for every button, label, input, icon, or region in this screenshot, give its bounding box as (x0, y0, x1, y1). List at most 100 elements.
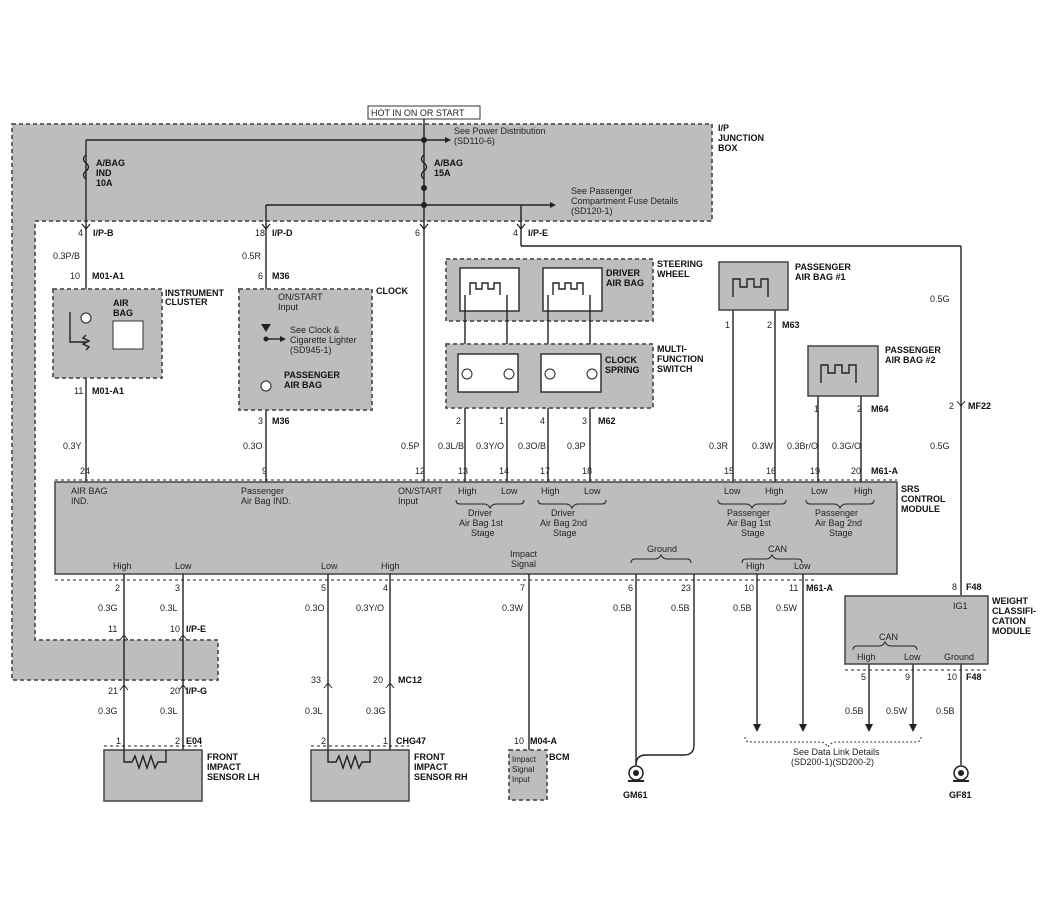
drv1-l3: Stage (471, 528, 495, 538)
svg-text:0.3W: 0.3W (502, 603, 524, 613)
svg-text:0.3Y/O: 0.3Y/O (356, 603, 384, 613)
pin-6b: 6 (258, 271, 263, 281)
conn-mc12: MC12 (398, 675, 422, 685)
instrument-cluster (52, 288, 163, 379)
wire-03pb: 0.3P/B (53, 251, 80, 261)
srs-title-1: SRS (901, 484, 920, 494)
svg-text:15: 15 (724, 466, 734, 476)
clock-input-2: Input (278, 302, 299, 312)
svg-text:17: 17 (540, 466, 550, 476)
pab2-title-1: PASSENGER (885, 345, 941, 355)
wire-03lb: 0.3L/B (438, 441, 464, 451)
svg-text:ON/START: ON/START (398, 486, 443, 496)
pin-10a: 10 (70, 271, 80, 281)
bcm-line-3: Input (512, 775, 531, 784)
pin-10b: 10 (170, 624, 180, 634)
pin-6a: 6 (415, 228, 420, 238)
wcm-ground: Ground (944, 652, 974, 662)
drv2-l2: Air Bag 2nd (540, 518, 587, 528)
pas2-l3: Stage (829, 528, 853, 538)
conn-m36-top: M36 (272, 271, 290, 281)
wire-03w: 0.3W (752, 441, 774, 451)
fis-lh-1: FRONT (207, 752, 238, 762)
svg-text:3: 3 (175, 583, 180, 593)
svg-text:High: High (113, 561, 132, 571)
wire-03go: 0.3G/O (832, 441, 861, 451)
pab1-title-2: AIR BAG #1 (795, 272, 846, 282)
drv1-l2: Air Bag 1st (459, 518, 504, 528)
dlink-05w: 0.5W (886, 706, 908, 716)
svg-text:0.5B: 0.5B (733, 603, 752, 613)
conn-ipe2: I/P-E (186, 624, 206, 634)
svg-text:0.5W: 0.5W (776, 603, 798, 613)
airbag-warning-icon (112, 320, 144, 350)
srs-title-2: CONTROL (901, 494, 946, 504)
svg-text:2: 2 (115, 583, 120, 593)
bcm-line-2: Signal (512, 765, 534, 774)
srs-top-pins: 24 AIR BAG IND. 9 Passenger Air Bag IND.… (71, 466, 873, 506)
drv1-l1: Driver (468, 508, 492, 518)
warning-lamp-icon (80, 312, 92, 324)
conn-f48-top: F48 (966, 582, 982, 592)
mfs-title-2: FUNCTION (657, 354, 704, 364)
ref-clock-1: See Clock & (290, 325, 340, 335)
svg-text:13: 13 (458, 466, 468, 476)
pab2-title-2: AIR BAG #2 (885, 355, 936, 365)
svg-text:19: 19 (810, 466, 820, 476)
svg-text:Low: Low (584, 486, 601, 496)
svg-text:7: 7 (520, 583, 525, 593)
ic-title-2: CLUSTER (165, 297, 208, 307)
wire-03o: 0.3O (243, 441, 263, 451)
conn-f48-bot: F48 (966, 672, 982, 682)
ref-clock-3: (SD945-1) (290, 345, 332, 355)
svg-text:0.3L: 0.3L (305, 706, 323, 716)
clock-input-1: ON/START (278, 292, 323, 302)
conn-m01a1-bot: M01-A1 (92, 386, 124, 396)
wcm-title-2: CLASSIFI- (992, 606, 1036, 616)
pin-4c: 4 (540, 416, 545, 426)
fuse1-l2: IND (96, 168, 112, 178)
pin-w5: 5 (861, 672, 866, 682)
svg-text:6: 6 (628, 583, 633, 593)
svg-text:CAN: CAN (768, 544, 787, 554)
fuse1-l1: A/BAG (96, 158, 125, 168)
pas2-l2: Air Bag 2nd (815, 518, 862, 528)
sw-title-2: WHEEL (657, 269, 690, 279)
svg-text:10: 10 (744, 583, 754, 593)
wire-03bro: 0.3Br/O (787, 441, 818, 451)
pin-11b: 11 (108, 624, 117, 634)
dlink-05b-b: 0.5B (936, 706, 955, 716)
ref-power-1: See Power Distribution (454, 126, 546, 136)
svg-text:9: 9 (262, 466, 267, 476)
conn-m61a-top: M61-A (871, 466, 899, 476)
clock-title: CLOCK (376, 286, 408, 296)
wire-05p: 0.5P (401, 441, 420, 451)
svg-text:Passenger: Passenger (241, 486, 284, 496)
wcm-high: High (857, 652, 876, 662)
srs-bottom-labels: High Low Low High Impact Signal Ground C… (113, 544, 811, 571)
svg-text:18: 18 (582, 466, 592, 476)
pin-21: 21 (108, 686, 118, 696)
fuse2-l1: A/BAG (434, 158, 463, 168)
svg-text:0.3O: 0.3O (305, 603, 325, 613)
clock-spring-1 (457, 353, 519, 393)
pin-w9: 9 (905, 672, 910, 682)
jb-title-1: I/P (718, 123, 729, 133)
bcm-title: BCM (549, 752, 570, 762)
pin-18: 18 (255, 228, 265, 238)
conn-m64: M64 (871, 404, 889, 414)
svg-text:Low: Low (794, 561, 811, 571)
bcm (508, 749, 548, 801)
svg-text:AIR BAG: AIR BAG (71, 486, 108, 496)
svg-text:High: High (746, 561, 765, 571)
dlink-05b-a: 0.5B (845, 706, 864, 716)
jb-title-2: JUNCTION (718, 133, 764, 143)
pas1-l3: Stage (741, 528, 765, 538)
svg-text:High: High (854, 486, 873, 496)
pas1-l1: Passenger (727, 508, 770, 518)
pas2-l1: Passenger (815, 508, 858, 518)
wire-03p: 0.3P (567, 441, 586, 451)
bus-wires (85, 119, 556, 228)
wire-05g-b: 0.5G (930, 441, 950, 451)
svg-text:4: 4 (383, 583, 388, 593)
